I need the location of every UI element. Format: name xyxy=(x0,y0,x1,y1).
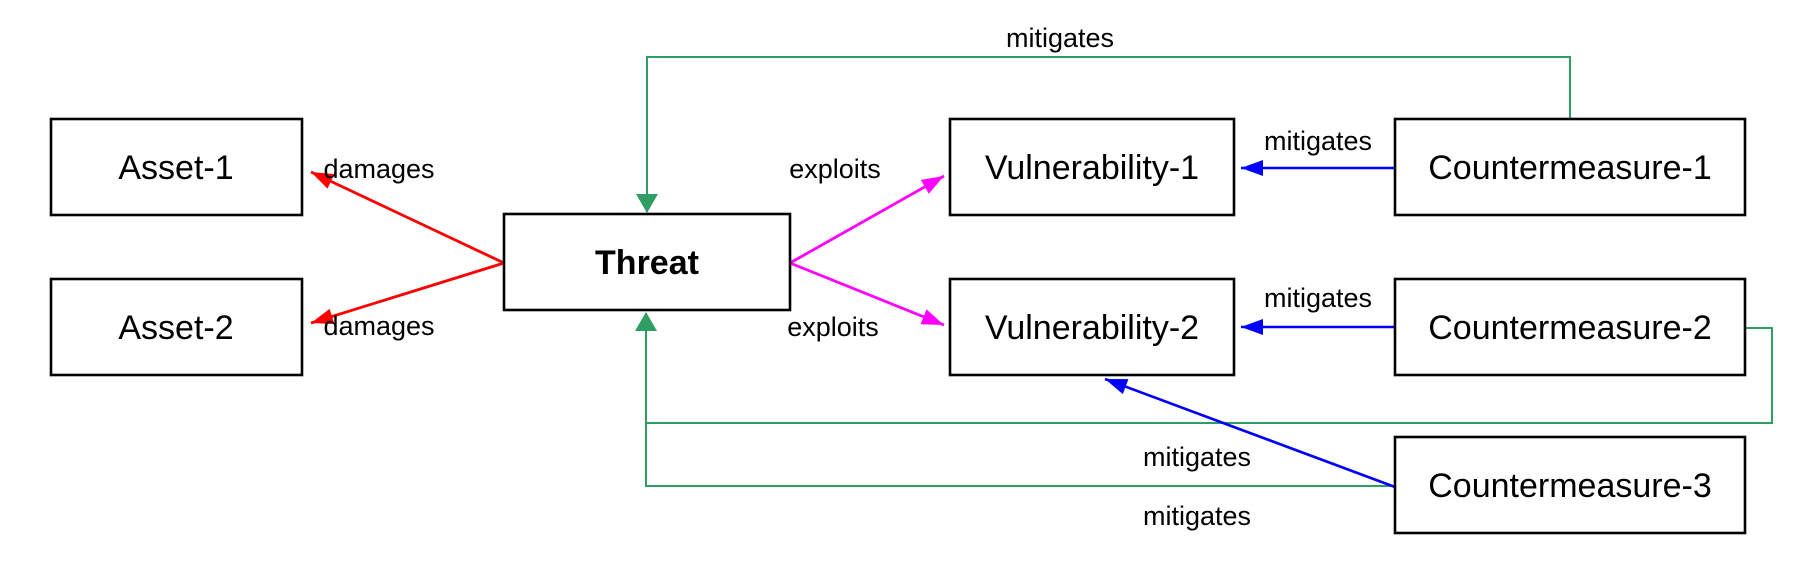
node-countermeasure-3: Countermeasure-3 xyxy=(1393,435,1747,535)
edge-line xyxy=(645,423,1395,487)
node-vulnerability-1: Vulnerability-1 xyxy=(948,117,1236,217)
node-threat-label: Threat xyxy=(595,244,699,282)
node-vulnerability-2-label: Vulnerability-2 xyxy=(985,309,1199,347)
edge-line xyxy=(789,174,945,265)
edge-threat-exploits-vulnerability-1: exploits xyxy=(789,154,945,265)
node-threat-box xyxy=(502,212,792,312)
edge-line xyxy=(310,261,505,325)
edge-threat-exploits-vulnerability-2: exploits xyxy=(787,261,945,342)
edge-label-exploits-2: exploits xyxy=(787,312,879,342)
edge-countermeasure-2-mitigates-vulnerability-2: mitigates xyxy=(1241,283,1395,335)
edge-threat-damages-asset-1: damages xyxy=(310,154,505,265)
node-asset-2: Asset-2 xyxy=(49,277,304,377)
node-vulnerability-1-label: Vulnerability-1 xyxy=(985,149,1199,187)
node-countermeasure-2-box xyxy=(1393,277,1747,377)
edge-countermeasure-1-mitigates-threat: mitigates xyxy=(636,23,1571,213)
edge-label-damages-1: damages xyxy=(323,154,434,184)
edge-line xyxy=(635,312,1773,424)
edge-threat-damages-asset-2: damages xyxy=(310,261,505,341)
edge-countermeasure-2-mitigates-threat: mitigates xyxy=(635,312,1773,472)
edge-line xyxy=(636,56,1571,213)
node-countermeasure-1-box xyxy=(1393,117,1747,217)
node-countermeasure-3-box xyxy=(1393,435,1747,535)
edge-label-damages-2: damages xyxy=(323,311,434,341)
edge-line xyxy=(789,261,945,327)
node-countermeasure-1: Countermeasure-1 xyxy=(1393,117,1747,217)
node-asset-2-label: Asset-2 xyxy=(118,309,233,347)
edge-label-mitigates-cm2: mitigates xyxy=(1264,283,1372,313)
node-countermeasure-3-label: Countermeasure-3 xyxy=(1428,467,1711,505)
edge-line xyxy=(310,170,505,265)
edge-line xyxy=(1104,377,1396,489)
node-countermeasure-2-label: Countermeasure-2 xyxy=(1428,309,1711,347)
node-countermeasure-2: Countermeasure-2 xyxy=(1393,277,1747,377)
edge-countermeasure-1-mitigates-vulnerability-1: mitigates xyxy=(1241,126,1395,176)
node-vulnerability-2: Vulnerability-2 xyxy=(948,277,1236,377)
node-vulnerability-1-box xyxy=(948,117,1236,217)
node-vulnerability-2-box xyxy=(948,277,1236,377)
edge-label-mitigates-bottom-2: mitigates xyxy=(1143,501,1251,531)
edge-label-mitigates-top: mitigates xyxy=(1006,23,1114,53)
edge-label-exploits-1: exploits xyxy=(789,154,881,184)
node-asset-2-box xyxy=(49,277,304,377)
node-asset-1-label: Asset-1 xyxy=(118,149,233,187)
edge-label-mitigates-bottom-1: mitigates xyxy=(1143,442,1251,472)
node-asset-1: Asset-1 xyxy=(49,117,304,217)
edge-countermeasure-3-mitigates-vulnerability-2 xyxy=(1104,377,1396,489)
edge-label-mitigates-cm1: mitigates xyxy=(1264,126,1372,156)
node-asset-1-box xyxy=(49,117,304,217)
node-countermeasure-1-label: Countermeasure-1 xyxy=(1428,149,1711,187)
node-threat: Threat xyxy=(502,212,792,312)
edge-countermeasure-3-mitigates-threat: mitigates xyxy=(645,423,1395,531)
